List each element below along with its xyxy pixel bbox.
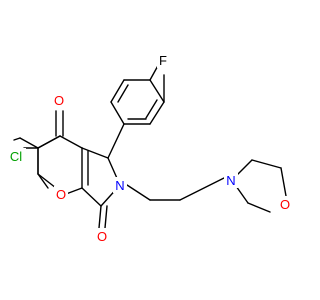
atom-label-bg xyxy=(54,186,68,202)
chlorine-atom: Cl xyxy=(10,149,22,164)
bond xyxy=(235,159,253,177)
bond xyxy=(110,79,125,103)
bond xyxy=(59,135,83,149)
morpholine-nitrogen-atom: N xyxy=(226,173,235,188)
bond xyxy=(251,159,282,169)
bond xyxy=(247,202,271,213)
bond xyxy=(13,137,21,141)
atom-label-bg xyxy=(278,196,292,212)
bond xyxy=(149,101,165,125)
bond xyxy=(37,135,61,149)
lactam-nitrogen-atom: N xyxy=(115,178,124,193)
bond xyxy=(81,187,102,207)
atom-labels: F Cl O O O N N O xyxy=(6,52,292,244)
fluorine-atom: F xyxy=(159,53,167,68)
bond xyxy=(235,185,249,204)
atom-label-bg xyxy=(157,52,169,68)
bond xyxy=(104,205,108,229)
bond xyxy=(110,101,125,125)
bond xyxy=(65,187,83,195)
bond xyxy=(117,84,129,103)
bond xyxy=(145,99,158,119)
lactam-oxygen-atom: O xyxy=(97,229,107,244)
bond xyxy=(149,79,165,103)
bond xyxy=(107,123,125,159)
atom-label-bg xyxy=(6,148,26,164)
bond xyxy=(98,205,102,229)
bond xyxy=(280,167,287,197)
atom-label-bg xyxy=(95,228,109,244)
atom-label-bg xyxy=(52,92,66,108)
morpholine-oxygen-atom: O xyxy=(280,197,290,212)
molecule-structure: F Cl O O O N N O xyxy=(6,52,292,244)
bond xyxy=(81,147,109,159)
bond xyxy=(37,173,57,189)
bond xyxy=(37,173,49,189)
atom-label-bg xyxy=(224,172,238,188)
bonds xyxy=(13,61,287,229)
bond xyxy=(179,177,225,201)
bond xyxy=(126,184,151,201)
bond xyxy=(19,137,39,149)
ring-oxygen-atom: O xyxy=(56,187,66,202)
atom-label-bg xyxy=(113,177,127,193)
ketone-oxygen-atom: O xyxy=(54,93,64,108)
